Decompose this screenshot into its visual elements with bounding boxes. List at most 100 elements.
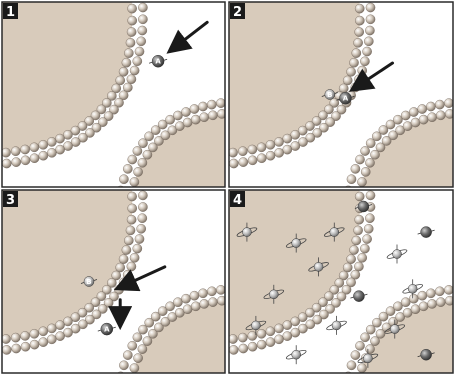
lipid-head — [436, 298, 445, 307]
lipid-head — [30, 143, 39, 152]
lipid-head — [183, 305, 192, 314]
atom-label: A — [104, 326, 110, 334]
lipid-head — [128, 155, 137, 164]
panel-number: 4 — [233, 193, 242, 208]
lipid-head — [365, 158, 374, 167]
lipid-head — [354, 226, 363, 235]
lipid-head — [47, 335, 56, 344]
lipid-head — [364, 224, 373, 233]
lipid-head — [12, 344, 21, 353]
lipid-head — [428, 299, 437, 308]
panel-number: 1 — [6, 5, 15, 20]
lipid-head — [352, 236, 361, 245]
lipid-head — [119, 361, 128, 370]
lipid-head — [128, 204, 137, 213]
lipid-head — [21, 342, 30, 351]
lipid-head — [130, 177, 139, 186]
lipid-head — [361, 167, 370, 176]
lipid-head — [56, 332, 65, 341]
lipid-head — [130, 66, 139, 75]
lipid-head — [207, 287, 216, 296]
lipid-head — [1, 334, 10, 343]
lipid-head — [55, 321, 64, 330]
lipid-head — [411, 118, 420, 127]
lipid-head — [355, 215, 364, 224]
lipid-head — [366, 3, 375, 12]
lipid-head — [0, 336, 1, 345]
lipid-head — [361, 146, 370, 155]
lipid-head — [128, 4, 137, 13]
lipid-head — [228, 334, 237, 343]
lipid-head — [283, 145, 292, 154]
lipid-head — [266, 140, 275, 149]
lipid-head — [138, 345, 147, 354]
lipid-head — [135, 234, 144, 243]
lipid-head — [347, 175, 356, 184]
lipid-head — [124, 49, 133, 58]
lipid-head — [351, 351, 360, 360]
lipid-head — [200, 299, 209, 308]
lipid-head — [444, 285, 453, 294]
lipid-head — [128, 341, 137, 350]
lipid-head — [47, 148, 56, 157]
lipid-head — [355, 341, 364, 350]
lipid-head — [248, 145, 257, 154]
lipid-head — [238, 147, 247, 156]
lipid-head — [133, 333, 142, 342]
lipid-head — [134, 354, 143, 363]
lipid-head — [127, 0, 136, 1]
lipid-head — [21, 331, 30, 340]
lipid-head — [21, 145, 30, 154]
lipid-head — [198, 289, 207, 298]
atom-label: A — [343, 95, 349, 103]
lipid-head — [127, 215, 136, 224]
lipid-head — [191, 115, 200, 124]
lipid-head — [419, 115, 428, 124]
lipid-head — [191, 302, 200, 311]
lipid-head — [198, 102, 207, 111]
lipid-head — [275, 148, 284, 157]
lipid-head — [0, 149, 1, 158]
lipid-head — [134, 167, 143, 176]
lipid-head — [119, 175, 128, 184]
lipid-head — [343, 263, 352, 272]
lipid-head — [21, 156, 30, 165]
lipid-head — [116, 263, 125, 272]
lipid-head — [127, 27, 136, 36]
lipid-head — [216, 285, 225, 294]
lipid-head — [365, 345, 374, 354]
panel-4: 4 — [218, 179, 456, 375]
lipid-head — [138, 214, 147, 223]
atom-label: A — [155, 58, 161, 66]
lipid-head — [436, 111, 445, 120]
lipid-head — [56, 145, 65, 154]
lipid-head — [360, 244, 369, 253]
lipid-head — [355, 16, 364, 25]
lipid-head — [173, 298, 182, 307]
panel-3: BA3 — [0, 179, 236, 375]
lipid-head — [216, 99, 225, 108]
lipid-head — [266, 327, 275, 336]
lipid-head — [274, 137, 283, 146]
lipid-head — [127, 75, 136, 84]
lipid-head — [133, 244, 142, 253]
lipid-head — [138, 191, 147, 200]
lipid-head — [355, 4, 364, 13]
lipid-head — [229, 159, 238, 168]
lipid-head — [435, 100, 444, 109]
lipid-head — [343, 76, 352, 85]
lipid-head — [418, 291, 427, 300]
lipid-head — [366, 15, 375, 24]
lipid-head — [349, 245, 358, 254]
lipid-head — [363, 47, 372, 56]
lipid-head — [128, 192, 137, 201]
lipid-head — [357, 364, 366, 373]
panel-2: AB2 — [218, 0, 456, 198]
lipid-head — [122, 245, 131, 254]
lipid-head — [428, 113, 437, 122]
lipid-head — [354, 38, 363, 47]
panel-number: 3 — [6, 193, 15, 208]
atom-label: B — [327, 91, 332, 99]
lipid-head — [207, 100, 216, 109]
